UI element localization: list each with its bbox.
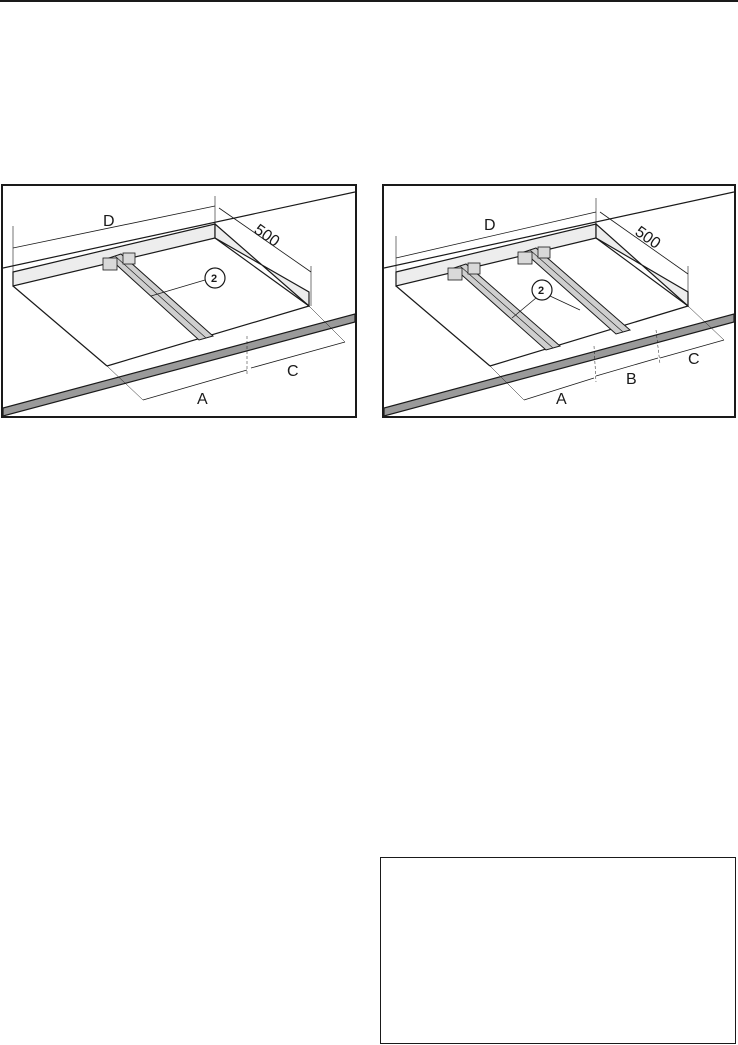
support-rail-1: [454, 264, 560, 350]
worktop-front-edge: [3, 314, 355, 416]
dim-label-d: D: [484, 217, 496, 234]
dim-label-d: D: [103, 213, 115, 230]
rail-bracket: [103, 258, 117, 270]
dim-label-500: 500: [251, 221, 283, 250]
dim-label-c: C: [287, 363, 299, 380]
dim-label-b: B: [626, 371, 637, 388]
dim-label-500: 500: [632, 223, 664, 252]
support-rail: [109, 254, 213, 340]
cutout-back-wall: [13, 224, 215, 286]
note-box: [380, 857, 736, 1044]
dim-label-c: C: [688, 351, 700, 368]
cutout-diagram-double: D 500 2 A B C: [384, 186, 734, 416]
cutout-diagram-single: D 500 2 A C: [3, 186, 355, 416]
callout-number: 2: [211, 273, 217, 285]
figure-double-rail: D 500 2 A B C: [382, 184, 736, 418]
header-rule: [0, 0, 738, 2]
figure-single-rail: D 500 2 A C: [1, 184, 357, 418]
dim-label-a: A: [197, 391, 208, 408]
callout-number: 2: [538, 285, 544, 297]
dim-label-a: A: [556, 391, 567, 408]
